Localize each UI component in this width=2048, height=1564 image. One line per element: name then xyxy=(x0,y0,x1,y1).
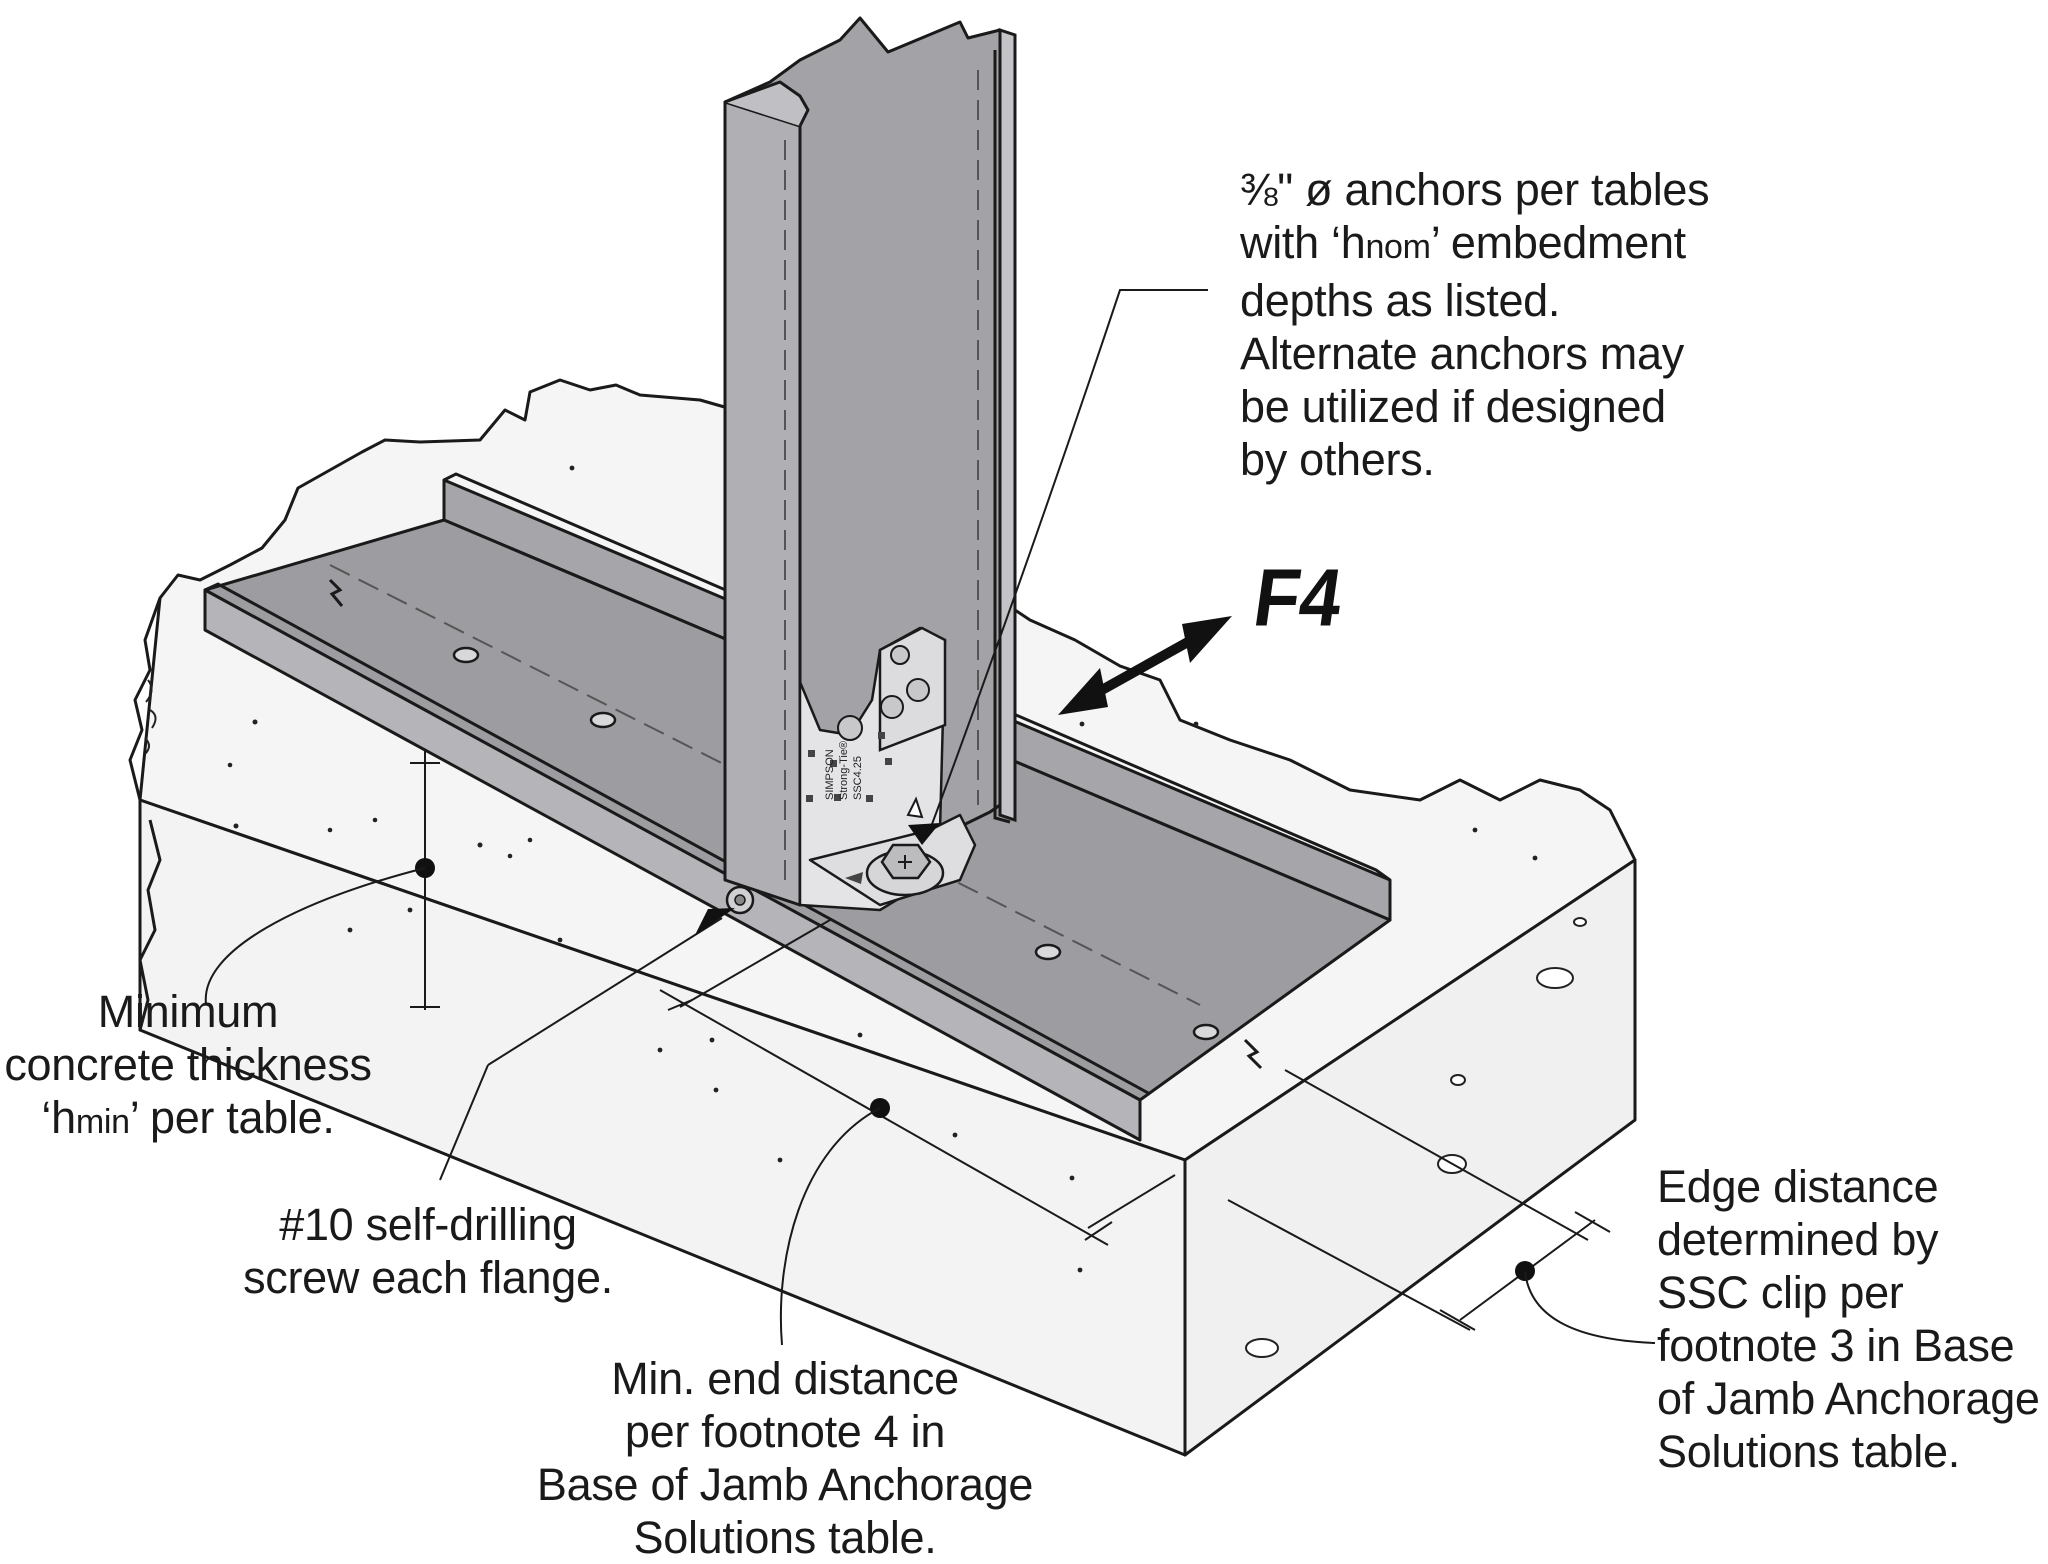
edge-distance-line-3: SSC clip per xyxy=(1657,1267,1904,1318)
thickness-line-1: Minimum xyxy=(97,986,279,1037)
clip-stamp: SIMPSON Strong-Tie® SSC4.25 xyxy=(824,741,864,800)
track-front-flange xyxy=(203,588,1142,1142)
clip-screw xyxy=(906,678,930,702)
dimension-lines xyxy=(410,750,1611,1331)
end-dim-line xyxy=(659,989,1109,1246)
screw-leader xyxy=(439,917,723,1181)
thickness-leader xyxy=(204,867,426,1005)
clip-holes xyxy=(806,732,892,802)
edge-dim-extension xyxy=(1227,1199,1471,1331)
anchors-line-4: Alternate anchors may xyxy=(1240,328,1684,379)
pebble xyxy=(1245,1338,1279,1358)
fastener-head xyxy=(1192,1023,1220,1041)
end-dim-tick xyxy=(1084,1221,1113,1241)
anchors-line-1: ⅜" ø anchors per tables xyxy=(1240,164,1710,215)
pebble xyxy=(1536,967,1574,989)
stud-back-lip xyxy=(998,27,1017,823)
screw-line-2: screw each flange. xyxy=(243,1252,613,1303)
anchors-line-2: with ‘hnom’ embedment xyxy=(1240,216,1709,274)
pebble xyxy=(1573,917,1587,927)
thickness-line-3-b: ’ per table. xyxy=(129,1092,335,1143)
clip-stamp-product: Strong-Tie® xyxy=(838,741,850,800)
fastener-head xyxy=(452,646,480,664)
edge-dim-extension xyxy=(1284,1069,1589,1241)
screw-line-1: #10 self-drilling xyxy=(279,1199,577,1250)
fastener-head xyxy=(589,711,617,729)
anchors-line-6: by others. xyxy=(1240,434,1435,485)
pebble xyxy=(1450,1074,1466,1086)
anchors-line-2-sub: nom xyxy=(1365,228,1431,266)
end-dim-extension xyxy=(679,919,831,1008)
edge-dim-tick xyxy=(1439,1309,1476,1331)
clip-arrow-mark xyxy=(845,872,863,884)
end-dim-tick xyxy=(667,999,693,1011)
end-dim-extension xyxy=(1087,1174,1176,1229)
thickness-line-2: concrete thickness xyxy=(4,1039,372,1090)
end-distance-line-4: Solutions table. xyxy=(633,1512,937,1563)
slab-end-face xyxy=(1183,858,1637,1457)
track-front-flange-lip xyxy=(204,582,1151,1096)
anchors-line-2-a: with ‘h xyxy=(1240,217,1366,268)
clip-stamp-model: SSC4.25 xyxy=(852,756,864,800)
clip-screw xyxy=(837,715,863,741)
force-arrowhead-tail xyxy=(1058,668,1108,715)
end-distance-line-1: Min. end distance xyxy=(611,1353,959,1404)
edge-distance-line-4: footnote 3 in Base xyxy=(1657,1320,2015,1371)
end-distance-leader xyxy=(779,1107,881,1346)
force-label: F4 xyxy=(1248,551,1348,644)
thickness-line-3-a: ‘h xyxy=(41,1092,76,1143)
track-break-mark xyxy=(328,578,344,607)
leader-lines xyxy=(204,289,1656,1346)
screw-leader-arrowhead xyxy=(695,908,735,935)
clip-stamp-brand: SIMPSON xyxy=(824,749,836,800)
callout-screw: #10 self-drilling screw each flange. xyxy=(228,1198,628,1304)
callout-end-distance: Min. end distance per footnote 4 in Base… xyxy=(520,1352,1050,1564)
stud-top-break xyxy=(724,80,810,127)
fastener-head xyxy=(1034,943,1062,961)
anchors-line-5: be utilized if designed xyxy=(1240,381,1666,432)
thickness-line-3: ‘hmin’ per table. xyxy=(0,1091,376,1149)
self-drilling-screw-center xyxy=(734,894,746,906)
clip-arrow-mark xyxy=(906,796,924,819)
slab-left-broken-edge xyxy=(128,597,162,1032)
edge-distance-line-1: Edge distance xyxy=(1657,1161,1939,1212)
force-arrow xyxy=(1058,616,1232,715)
edge-distance-line-2: determined by xyxy=(1657,1214,1939,1265)
thickness-line-3-sub: min xyxy=(75,1103,130,1141)
edge-distance-line-6: Solutions table. xyxy=(1657,1426,1960,1477)
edge-distance-leader xyxy=(1524,1270,1656,1344)
broken-end-texture xyxy=(144,679,157,755)
end-distance-line-2: per footnote 4 in xyxy=(624,1406,946,1457)
stud-back-flange xyxy=(993,50,1011,824)
callout-concrete-thickness: Minimum concrete thickness ‘hmin’ per ta… xyxy=(0,985,376,1149)
stud-front-flange xyxy=(723,100,802,907)
callout-edge-distance: Edge distance determined by SSC clip per… xyxy=(1657,1160,2040,1478)
edge-dim-tick xyxy=(1574,1211,1611,1233)
anchors-line-3: depths as listed. xyxy=(1240,275,1561,326)
callout-anchors: ⅜" ø anchors per tables with ‘hnom’ embe… xyxy=(1240,163,1710,486)
clip-screw xyxy=(880,695,904,719)
end-distance-line-3: Base of Jamb Anchorage xyxy=(536,1459,1034,1510)
anchor-leader-arrowhead xyxy=(908,823,940,845)
clip-screw xyxy=(890,645,910,665)
anchors-line-2-b: ’ embedment xyxy=(1430,217,1686,268)
track-break-mark xyxy=(1243,1038,1263,1070)
anchor-leader xyxy=(927,289,1208,836)
force-arrowhead-head xyxy=(1182,616,1232,663)
anchor-drive-mark xyxy=(898,855,912,869)
edge-distance-line-5: of Jamb Anchorage xyxy=(1657,1373,2040,1424)
